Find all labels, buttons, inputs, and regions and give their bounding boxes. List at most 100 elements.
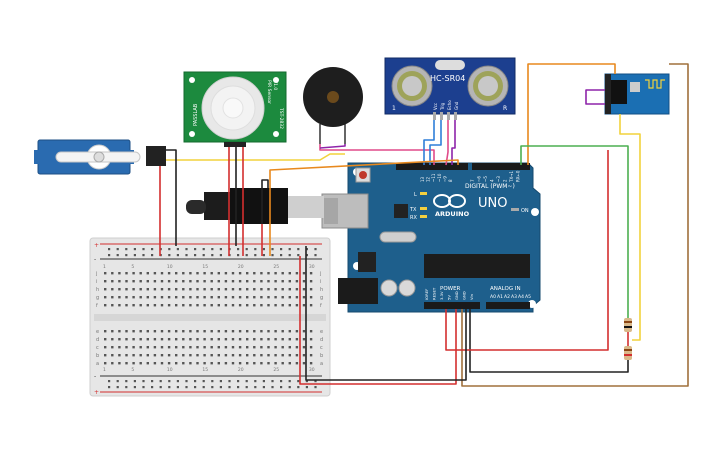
breadboard-row-letter: d: [96, 337, 99, 343]
breadboard-hole: [175, 272, 178, 275]
breadboard-hole: [309, 288, 313, 291]
breadboard-hole: [246, 304, 249, 307]
breadboard-hole: [246, 296, 249, 299]
rail-hole: [194, 248, 197, 251]
breadboard-hole: [111, 304, 114, 307]
breadboard-hole: [217, 304, 220, 307]
breadboard-hole: [253, 280, 256, 283]
digital-pin-label: 2: [503, 179, 508, 182]
digital-pin-label: ~11: [431, 173, 436, 182]
rail-hole: [254, 254, 257, 257]
rail-hole: [142, 380, 145, 383]
breadboard-hole: [111, 288, 114, 291]
breadboard-hole: [146, 346, 149, 349]
breadboard-hole: [196, 288, 199, 291]
breadboard-hole: [210, 272, 213, 275]
analog-header: [486, 302, 530, 309]
breadboard-hole: [118, 296, 121, 299]
breadboard-hole: [203, 346, 206, 349]
rail-hole: [185, 254, 188, 257]
rail-hole: [228, 386, 231, 389]
ultrasonic-pins: [433, 112, 457, 120]
breadboard-hole: [231, 338, 235, 341]
wire-servo-ground: [165, 149, 177, 246]
rail-minus-bottom: -: [94, 373, 96, 380]
breadboard-hole: [260, 296, 263, 299]
breadboard-hole: [238, 354, 242, 357]
breadboard-hole: [139, 330, 142, 333]
ultrasonic-pin-label: Echo: [447, 100, 452, 110]
digital-pin-label: ~5: [483, 176, 488, 182]
breadboard-hole: [281, 280, 284, 283]
breadboard-hole: [175, 362, 178, 365]
breadboard-hole: [125, 330, 128, 333]
resistor-1: [624, 318, 632, 332]
digital-pin-label: 4: [490, 179, 495, 182]
breadboard-hole: [160, 354, 164, 357]
breadboard-hole: [260, 330, 263, 333]
rail-hole: [133, 386, 136, 389]
wire-plug-black: [261, 179, 269, 224]
breadboard-hole: [238, 280, 242, 283]
rail-hole: [280, 386, 283, 389]
breadboard-hole: [111, 272, 114, 275]
breadboard-hole: [267, 346, 270, 349]
power-pin-label: GND: [454, 291, 459, 300]
breadboard-hole: [246, 272, 249, 275]
breadboard-hole: [281, 362, 284, 365]
breadboard-hole: [189, 280, 192, 283]
breadboard-hole: [132, 330, 135, 333]
breadboard-hole: [132, 362, 135, 365]
breadboard-hole: [224, 288, 228, 291]
breadboard-hole: [196, 280, 199, 283]
rail-hole: [142, 248, 145, 251]
rail-hole: [245, 248, 248, 251]
digital-pin-label: TX→1: [509, 170, 514, 183]
breadboard-hole: [302, 272, 306, 275]
wire-servo-signal: [166, 153, 345, 161]
analog-pin-label: A2: [504, 294, 510, 300]
ultrasonic-label: HC-SR04: [430, 74, 465, 83]
breadboard-hole: [196, 346, 199, 349]
breadboard-hole: [281, 304, 284, 307]
pir-side-left: PASSLAB: [193, 103, 199, 126]
breadboard-hole: [203, 280, 206, 283]
wire-resistor-ground: [469, 309, 629, 373]
breadboard-hole: [196, 362, 199, 365]
breadboard-hole: [295, 330, 299, 333]
breadboard-hole: [288, 272, 291, 275]
power-pin-label: Vin: [469, 293, 474, 300]
atmega-chip: [424, 254, 530, 278]
breadboard-hole: [281, 296, 284, 299]
breadboard-hole: [238, 304, 242, 307]
breadboard-row-letter: f: [320, 303, 322, 309]
rail-hole: [168, 248, 171, 251]
breadboard-hole: [125, 362, 128, 365]
breadboard-hole: [224, 304, 228, 307]
breadboard-hole: [231, 362, 235, 365]
breadboard-hole: [309, 280, 313, 283]
breadboard-hole: [189, 346, 192, 349]
breadboard-hole: [217, 362, 220, 365]
breadboard-hole: [231, 346, 235, 349]
breadboard-hole: [111, 346, 114, 349]
breadboard-hole: [132, 354, 135, 357]
breadboard-hole: [246, 280, 249, 283]
breadboard-hole: [104, 354, 107, 357]
breadboard-hole: [224, 338, 228, 341]
rail-hole: [108, 254, 111, 257]
breadboard-hole: [104, 280, 107, 283]
breadboard-hole: [274, 280, 277, 283]
rail-hole: [108, 380, 111, 383]
breadboard-hole: [104, 330, 107, 333]
breadboard-hole: [153, 354, 157, 357]
breadboard-hole: [224, 330, 228, 333]
breadboard-hole: [288, 346, 291, 349]
breadboard-hole: [302, 304, 306, 307]
breadboard-hole: [132, 338, 135, 341]
breadboard-hole: [111, 362, 114, 365]
breadboard-hole: [203, 362, 206, 365]
breadboard-hole: [153, 338, 157, 341]
breadboard-hole: [231, 272, 235, 275]
